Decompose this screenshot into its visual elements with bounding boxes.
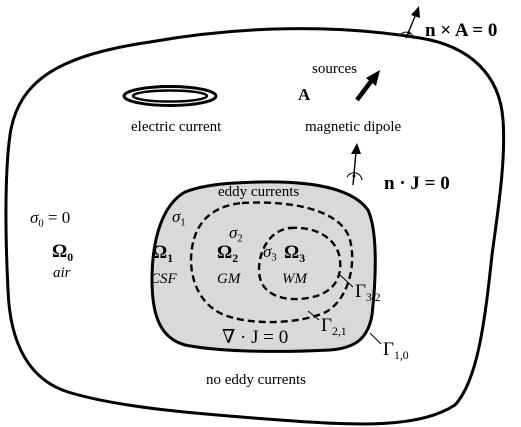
- wm-label: WM: [282, 271, 307, 287]
- eddy-currents-label: eddy currents: [218, 184, 300, 200]
- magnetic-dipole-label: magnetic dipole: [305, 119, 402, 135]
- gamma-2-1-leader: [307, 310, 320, 321]
- current-coil-icon: [122, 85, 218, 107]
- no-eddy-currents-label: no eddy currents: [206, 372, 306, 388]
- interface-gamma-3-2: [257, 226, 342, 301]
- sigma-2-label: σ2: [229, 223, 243, 245]
- inner-normal-vector-icon: [346, 143, 363, 186]
- outer-normal-vector-icon: [400, 6, 420, 40]
- conductor-region: [150, 180, 377, 353]
- sigma-3-label: σ3: [263, 242, 277, 264]
- vector-potential-symbol: A: [298, 85, 311, 104]
- interface-gamma-2-1: [189, 201, 354, 324]
- air-label: air: [53, 265, 71, 281]
- gamma-1-0-leader: [369, 332, 382, 345]
- magnetic-dipole-arrow-icon: [355, 70, 380, 102]
- outer-boundary-condition: n × A = 0: [425, 20, 498, 41]
- csf-label: CSF: [150, 271, 177, 287]
- divergence-condition: ∇ · J = 0: [222, 327, 289, 348]
- inner-boundary-condition: n · J = 0: [384, 173, 450, 194]
- gamma-1-0-label: Γ1,0: [383, 339, 409, 363]
- omega-3-label: Ω3: [284, 242, 306, 266]
- gamma-2-1-label: Γ2,1: [321, 315, 347, 339]
- gm-label: GM: [217, 271, 241, 287]
- gamma-3-2-label: Γ3,2: [355, 281, 381, 305]
- omega-0-label: Ω0: [52, 241, 74, 265]
- sigma-1-label: σ1: [172, 207, 186, 229]
- gamma-3-2-leader: [339, 274, 354, 288]
- sigma-0-label: σ0 = 0: [30, 208, 71, 230]
- omega-2-label: Ω2: [217, 242, 239, 266]
- omega-1-label: Ω1: [152, 242, 174, 266]
- sources-label: sources: [312, 61, 357, 77]
- electric-current-label: electric current: [131, 119, 222, 135]
